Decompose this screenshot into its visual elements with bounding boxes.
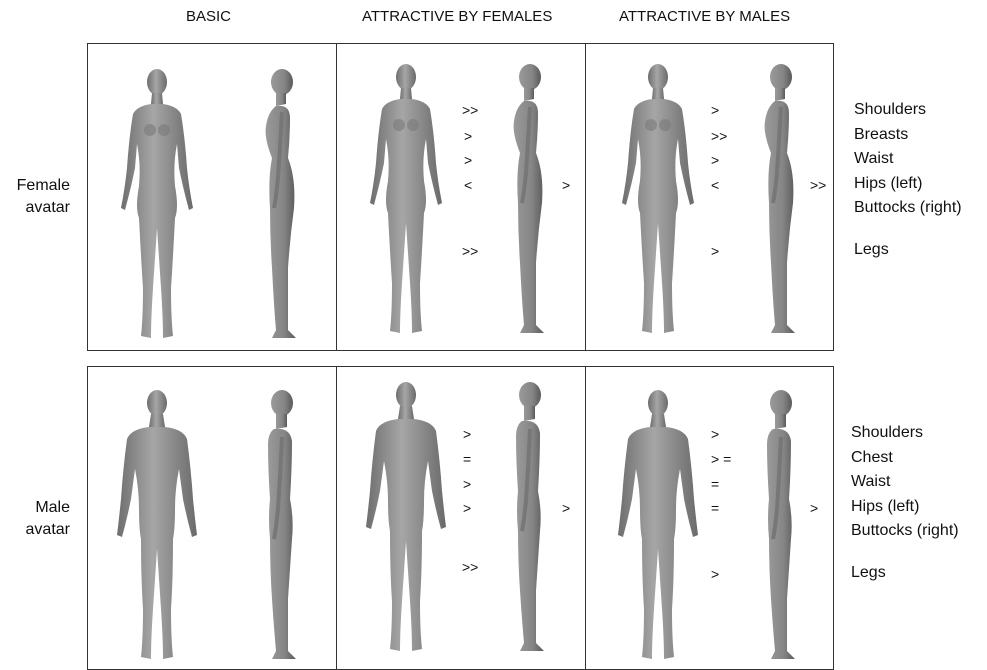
ff-hips-symbol: < bbox=[464, 177, 472, 193]
female-panel: >> > > < > >> > >> > < >> > bbox=[87, 43, 834, 351]
female-divider-2 bbox=[585, 44, 586, 350]
female-by-females-side-figure bbox=[478, 63, 578, 343]
mf-hips-symbol: > bbox=[463, 500, 471, 516]
mf-buttocks-symbol: > bbox=[562, 500, 570, 516]
mf-shoulders-symbol: > bbox=[463, 426, 471, 442]
female-by-males-side-figure bbox=[729, 63, 829, 343]
male-legend-legs: Legs bbox=[851, 561, 959, 586]
column-header-attractive-by-males: ATTRACTIVE BY MALES bbox=[619, 8, 790, 25]
male-by-males-side-figure bbox=[729, 389, 829, 669]
row-label-male-line2: avatar bbox=[0, 519, 70, 541]
male-legend-hips: Hips (left) bbox=[851, 495, 959, 520]
female-basic-side-figure bbox=[230, 68, 330, 348]
female-legend-hips: Hips (left) bbox=[854, 172, 962, 197]
male-panel: > = > > > >> > > = = = > > bbox=[87, 366, 834, 670]
male-legend: Shoulders Chest Waist Hips (left) Buttoc… bbox=[851, 421, 959, 585]
male-legend-buttocks: Buttocks (right) bbox=[851, 519, 959, 544]
male-legend-waist: Waist bbox=[851, 470, 959, 495]
mf-waist-symbol: > bbox=[463, 476, 471, 492]
mm-buttocks-symbol: > bbox=[810, 500, 818, 516]
mf-legs-symbol: >> bbox=[462, 559, 478, 575]
mm-hips-symbol: = bbox=[711, 500, 719, 516]
female-legend-legs: Legs bbox=[854, 238, 962, 263]
male-legend-shoulders: Shoulders bbox=[851, 421, 959, 446]
ff-waist-symbol: > bbox=[464, 152, 472, 168]
female-by-females-front-figure bbox=[356, 63, 456, 343]
male-by-males-front-figure bbox=[608, 389, 708, 669]
male-basic-side-figure bbox=[230, 389, 330, 669]
ff-breasts-symbol: > bbox=[464, 128, 472, 144]
female-divider-1 bbox=[336, 44, 337, 350]
male-by-females-side-figure bbox=[478, 381, 578, 661]
row-label-male: Male avatar bbox=[0, 497, 70, 541]
male-basic-front-figure bbox=[107, 389, 207, 669]
mm-shoulders-symbol: > bbox=[711, 426, 719, 442]
ff-buttocks-symbol: > bbox=[562, 177, 570, 193]
female-legend-buttocks: Buttocks (right) bbox=[854, 196, 962, 221]
ff-shoulders-symbol: >> bbox=[462, 102, 478, 118]
fm-waist-symbol: > bbox=[711, 152, 719, 168]
fm-shoulders-symbol: > bbox=[711, 102, 719, 118]
female-legend-breasts: Breasts bbox=[854, 123, 962, 148]
male-by-females-front-figure bbox=[356, 381, 456, 661]
mm-waist-symbol: = bbox=[711, 476, 719, 492]
column-header-basic: BASIC bbox=[186, 8, 231, 25]
female-legend: Shoulders Breasts Waist Hips (left) Butt… bbox=[854, 98, 962, 262]
female-legend-shoulders: Shoulders bbox=[854, 98, 962, 123]
male-divider-1 bbox=[336, 367, 337, 669]
male-divider-2 bbox=[585, 367, 586, 669]
column-header-attractive-by-females: ATTRACTIVE BY FEMALES bbox=[362, 8, 552, 25]
mf-chest-symbol: = bbox=[463, 451, 471, 467]
fm-breasts-symbol: >> bbox=[711, 128, 727, 144]
female-by-males-front-figure bbox=[608, 63, 708, 343]
fm-buttocks-symbol: >> bbox=[810, 177, 826, 193]
fm-legs-symbol: > bbox=[711, 243, 719, 259]
male-legend-chest: Chest bbox=[851, 446, 959, 471]
fm-hips-symbol: < bbox=[711, 177, 719, 193]
mm-legs-symbol: > bbox=[711, 566, 719, 582]
female-basic-front-figure bbox=[107, 68, 207, 348]
row-label-male-line1: Male bbox=[0, 497, 70, 519]
mm-chest-symbol: > = bbox=[711, 451, 731, 467]
row-label-female: Female avatar bbox=[0, 175, 70, 219]
row-label-female-line1: Female bbox=[0, 175, 70, 197]
row-label-female-line2: avatar bbox=[0, 197, 70, 219]
female-legend-waist: Waist bbox=[854, 147, 962, 172]
ff-legs-symbol: >> bbox=[462, 243, 478, 259]
